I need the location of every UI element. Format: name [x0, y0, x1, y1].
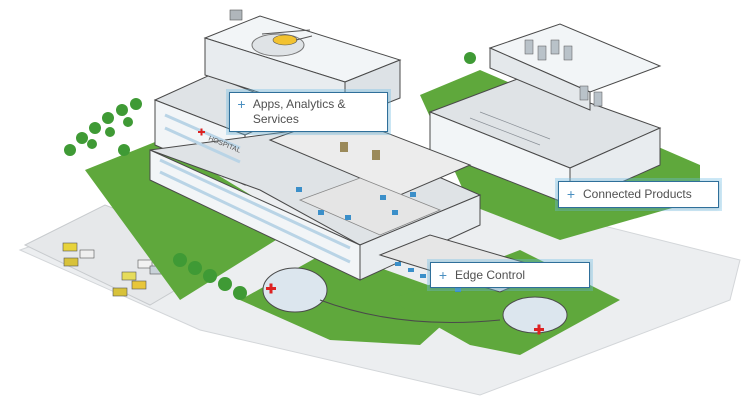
plus-icon: + [566, 186, 576, 202]
domed-entrances [262, 267, 568, 335]
callout-apps-analytics-services[interactable]: + Apps, Analytics & Services [229, 92, 388, 132]
plus-icon: + [237, 96, 246, 112]
plus-icon: + [438, 266, 448, 283]
lawn-left [85, 140, 300, 300]
right-building [428, 23, 662, 206]
callout-label: Connected Products [583, 187, 692, 201]
callout-connected-products[interactable]: + Connected Products [558, 181, 719, 208]
helicopter-icon [261, 29, 313, 46]
red-cross-icon [198, 128, 205, 136]
callout-label: Edge Control [455, 267, 526, 282]
callout-label: Apps, Analytics & Services [252, 97, 346, 126]
trees [64, 52, 476, 300]
callout-edge-control[interactable]: + Edge Control [430, 262, 590, 288]
open-office-section [268, 114, 472, 236]
